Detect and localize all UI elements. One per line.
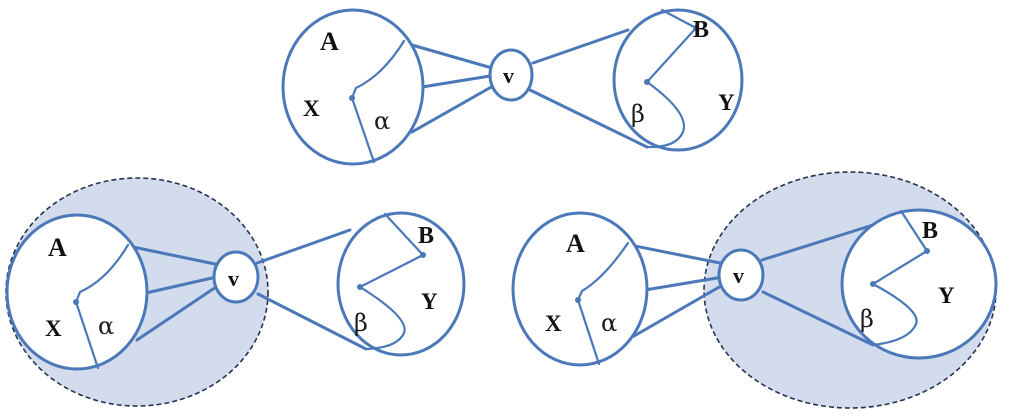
- top-label-alpha: α: [374, 107, 390, 135]
- top-label-x: X: [303, 96, 320, 121]
- panel-bottom-right: A X α v B β Y: [511, 171, 998, 409]
- bottom-right-label-v: v: [733, 263, 744, 288]
- bottom-left-alpha-path: [73, 243, 130, 370]
- top-beta-path: [644, 8, 699, 149]
- top-label-beta: β: [631, 100, 645, 128]
- top-label-a: A: [320, 27, 339, 56]
- bottom-left-left-set: [5, 213, 149, 371]
- panel-bottom-left: A X α v B β Y: [5, 177, 466, 407]
- bottom-right-label-beta: β: [860, 305, 874, 333]
- bottom-right-left-set: [511, 211, 649, 367]
- bottom-right-label-y: Y: [938, 283, 955, 308]
- panel-top: A X α v B β Y: [281, 8, 744, 166]
- bottom-right-label-alpha: α: [601, 309, 617, 337]
- bottom-right-label-b: B: [922, 218, 938, 244]
- bottom-left-label-alpha: α: [98, 312, 114, 340]
- bottom-left-right-set: [336, 211, 466, 357]
- bottom-left-vertex-circle: [212, 250, 260, 304]
- top-label-v: v: [503, 63, 514, 88]
- bottom-left-label-x: X: [45, 316, 62, 341]
- bottom-left-label-a: A: [48, 233, 67, 262]
- bottom-right-alpha-path: [575, 241, 630, 366]
- top-edges: [403, 28, 649, 149]
- bottom-right-vertex-circle: [717, 248, 765, 302]
- bottom-right-right-set: [840, 208, 998, 360]
- top-label-b: B: [693, 17, 709, 43]
- top-vertex-circle: [488, 48, 534, 102]
- bottom-left-label-b: B: [418, 223, 434, 249]
- bottom-left-label-y: Y: [421, 289, 438, 314]
- bottom-right-beta-path: [870, 209, 930, 347]
- bottom-right-label-a: A: [566, 229, 585, 258]
- bottom-left-label-v: v: [228, 266, 239, 291]
- bottom-left-beta-path: [357, 212, 426, 351]
- top-left-set: [281, 8, 425, 166]
- bottom-right-edges: [628, 223, 875, 347]
- top-alpha-path: [349, 39, 406, 164]
- top-right-set: [612, 8, 744, 152]
- bottom-right-label-x: X: [545, 311, 562, 336]
- top-label-y: Y: [718, 90, 735, 115]
- bottom-left-edges: [131, 228, 368, 351]
- bottom-left-label-beta: β: [354, 309, 368, 337]
